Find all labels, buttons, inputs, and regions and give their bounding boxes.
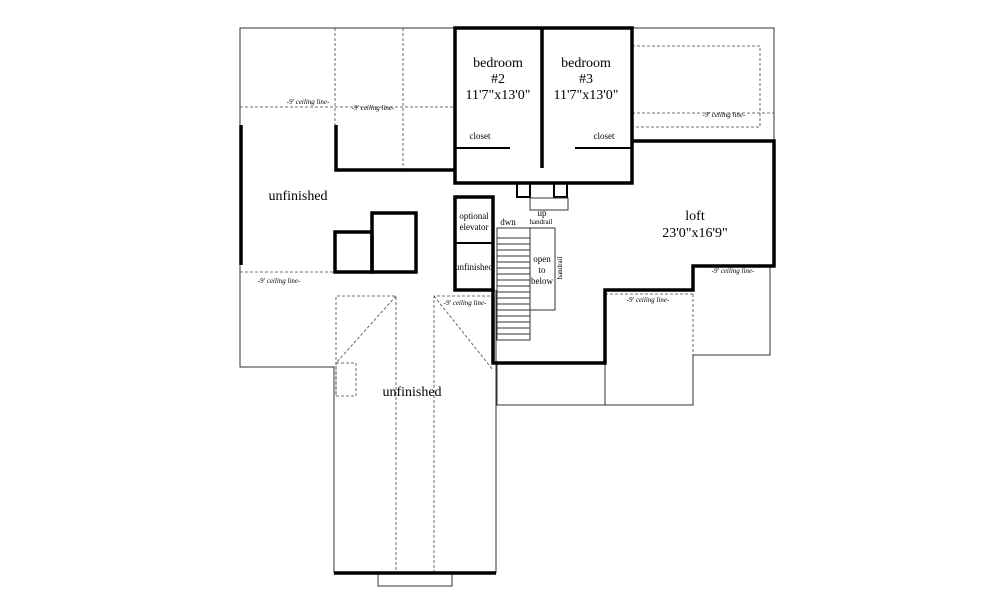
elevator-label-2: elevator [460,222,489,232]
bedroom3-number: #3 [579,72,593,87]
ceiling-line-label: -9' ceiling line- [627,296,670,304]
bedroom2-size: 11'7"x13'0" [466,88,531,103]
handrail-top-label: handrail [530,218,553,226]
unfinished-left-label: unfinished [268,189,327,204]
ceiling-lines [240,28,774,573]
front-porch [377,572,453,587]
bedroom3-size: 11'7"x13'0" [554,88,619,103]
ceiling-line-label: -9' ceiling line- [703,111,746,119]
walls [239,26,776,575]
elevator-label-1: optional [459,211,489,221]
ceiling-line-label: -9' ceiling line- [258,277,301,285]
open-to-below-1: open [533,254,551,264]
roof-outline [239,27,775,587]
loft-label: loft [685,209,705,224]
bedroom3-label: bedroom [561,56,611,71]
open-to-below-2: to [538,265,546,275]
bedroom2-number: #2 [491,72,505,87]
loft-size: 23'0"x16'9" [662,226,727,241]
stairs-up-label: up [538,208,548,218]
unfinished-small-label: unfinished [455,262,493,272]
ceiling-line-label: -9' ceiling line- [444,299,487,307]
handrail-side-label: handrail [556,256,564,279]
ceiling-line-label: -9' ceiling line- [287,98,330,106]
ceiling-line-label: -9' ceiling line- [352,104,395,112]
unfinished-lower-label: unfinished [382,385,441,400]
ceiling-line-label: -9' ceiling line- [712,267,755,275]
closet-right-label: closet [594,131,615,141]
staircase [496,197,569,341]
closet-left-label: closet [470,131,491,141]
stairs-down-label: dwn [500,217,516,227]
open-to-below-3: below [531,276,553,286]
bedroom2-label: bedroom [473,56,523,71]
